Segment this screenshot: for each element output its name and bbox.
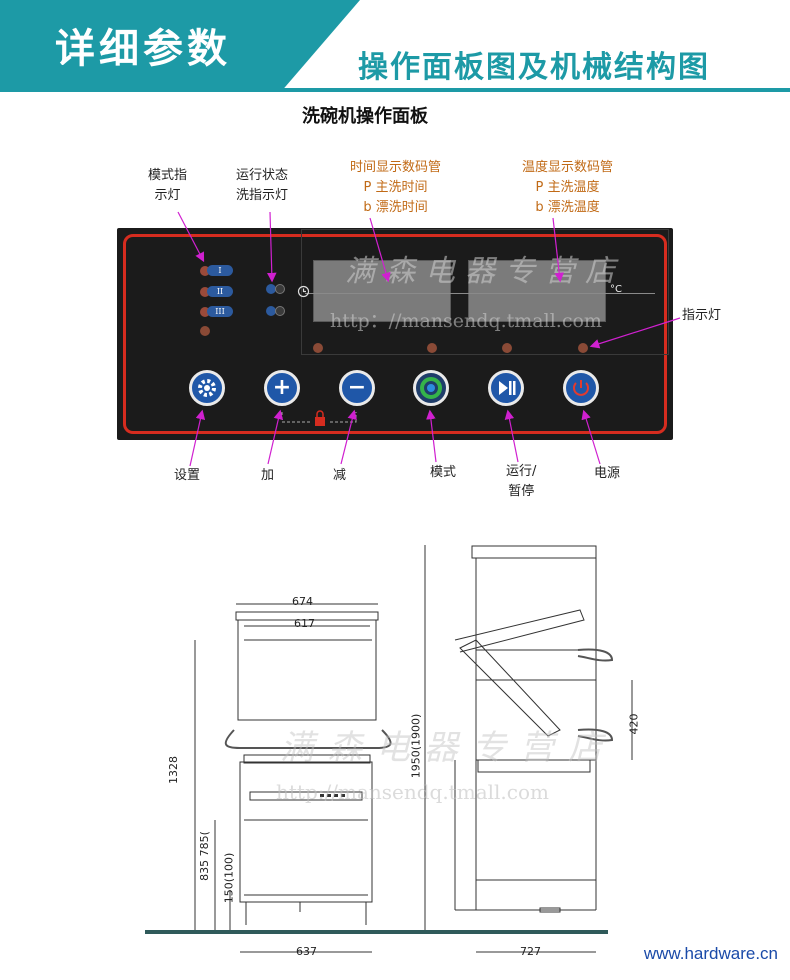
label-mode: 模式: [430, 465, 457, 480]
mode-light-4: [200, 326, 210, 336]
plus-button[interactable]: +: [264, 370, 300, 406]
mode-light-1: [200, 266, 210, 276]
label-power: 电源: [594, 466, 621, 481]
temp-unit: °C: [610, 284, 622, 295]
minus-button[interactable]: −: [339, 370, 375, 406]
watermark-shop: 满森电器专营店: [345, 254, 625, 289]
play-pause-icon: [499, 381, 516, 395]
front-hood: [237, 619, 377, 721]
site-url: www.hardware.cn: [643, 944, 778, 963]
label-settings: 设置: [174, 468, 201, 483]
indicator-light-2: [427, 343, 437, 353]
mode-button[interactable]: [413, 370, 449, 406]
mode-light-2: [200, 287, 210, 297]
label-mode-indicator: 模式指示灯: [148, 168, 188, 203]
label-plus: 加: [261, 468, 275, 483]
mechanical-drawing: [145, 545, 633, 953]
mode-level-2: II: [207, 286, 233, 297]
drawing-watermark-url: http://mansendq.tmall.com: [276, 780, 549, 804]
run-status-light-1b: [275, 284, 285, 294]
dim-opening: 420: [627, 713, 641, 735]
watermark-url: http：//mansendq.tmall.com: [330, 310, 602, 332]
label-indicator-light: 指示灯: [682, 308, 722, 323]
section-subtitle: 操作面板图及机械结构图: [358, 50, 710, 85]
drawing-control-panel: [249, 791, 363, 801]
run-status-light-2: [266, 306, 276, 316]
settings-button[interactable]: [189, 370, 225, 406]
dim-side-depth: 727: [520, 945, 541, 958]
run-pause-button[interactable]: [488, 370, 524, 406]
minus-icon: −: [347, 375, 367, 400]
clock-icon: [297, 285, 310, 298]
run-status-light-1: [266, 284, 276, 294]
dim-total-height: 1328: [167, 756, 180, 784]
temp-display: [468, 260, 606, 322]
gear-icon: [198, 379, 216, 397]
label-run-pause: 运行/暂停: [506, 464, 537, 499]
panel-frame: [123, 234, 667, 434]
page-header: 详细参数 操作面板图及机械结构图: [0, 0, 790, 92]
display-divider: [305, 293, 655, 294]
plus-icon: +: [272, 375, 292, 400]
callout-lines: [177, 211, 681, 467]
mode-level-3: III: [207, 306, 233, 317]
mode-level-1: I: [207, 265, 233, 276]
mode-light-3: [200, 307, 210, 317]
dim-body-height: 835 785(: [197, 831, 211, 881]
display-area: [301, 229, 669, 355]
label-run-status: 运行状态洗指示灯: [236, 168, 289, 203]
run-status-light-2b: [275, 306, 285, 316]
time-display: [313, 260, 451, 322]
mode-icon: [420, 377, 442, 399]
indicator-light-3: [502, 343, 512, 353]
drawing-watermark-shop: 满森电器专营店: [280, 728, 616, 768]
dim-front-width-inner: 617: [294, 617, 315, 630]
dim-base-width: 637: [296, 945, 317, 958]
power-icon: [573, 380, 589, 396]
header-underline: [280, 88, 790, 92]
power-button[interactable]: [563, 370, 599, 406]
front-body: [239, 761, 373, 903]
indicator-light-1: [313, 343, 323, 353]
section-title: 详细参数: [55, 26, 231, 72]
label-minus: 减: [333, 468, 347, 483]
indicator-light-4: [578, 343, 588, 353]
panel-title: 洗碗机操作面板: [302, 106, 428, 127]
dim-leg-height: 150(100): [222, 852, 236, 904]
dim-front-width-top: 674: [292, 595, 313, 608]
